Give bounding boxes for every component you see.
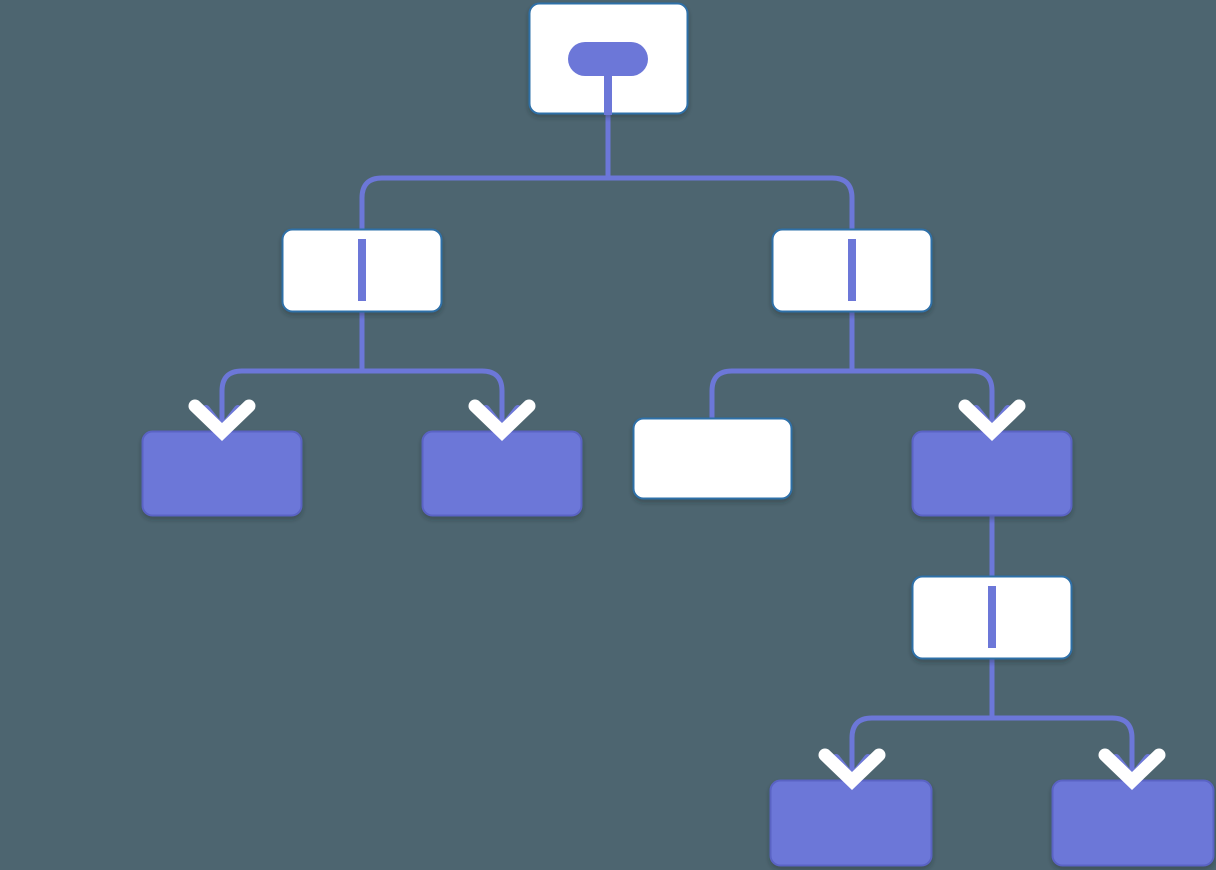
inner-connector-segment [848,239,856,301]
node-n10[interactable] [1051,779,1215,867]
node-n5[interactable] [421,430,583,517]
inner-connector-segment [358,239,366,301]
node-box[interactable] [632,417,793,500]
chevron-down-icon [958,399,1026,442]
chevron-down-icon [468,399,536,442]
connector-line-c9 [989,658,1135,780]
inner-connector-segment [988,586,996,648]
connector-line-c3 [219,311,365,431]
connector [605,113,855,229]
connector-line-c5 [709,311,855,418]
chevron-down-icon [1098,748,1166,791]
chevron-down-icon [188,399,256,442]
connector [359,113,611,229]
node-n4[interactable] [141,430,303,517]
nodes-layer[interactable] [141,2,1215,867]
inner-line-segments-layer [358,239,996,648]
node-box[interactable] [141,430,303,517]
node-n1[interactable] [528,2,689,116]
node-box[interactable] [911,430,1073,517]
arrow-chevrons-layer [188,399,1166,791]
node-n9[interactable] [769,779,933,867]
root-stem [604,60,612,115]
root-pill [568,42,648,76]
node-box[interactable] [769,779,933,867]
node-box[interactable] [421,430,583,517]
chevron-down-icon [818,748,886,791]
connector-line-c8 [849,658,995,780]
node-n6[interactable] [632,417,793,500]
connector-line-c6 [849,311,995,431]
connector-line-c2 [605,113,855,229]
node-n7[interactable] [911,430,1073,517]
connector [709,311,855,418]
connector-line-c4 [359,311,505,431]
connector-line-c1 [359,113,611,229]
node-box[interactable] [1051,779,1215,867]
